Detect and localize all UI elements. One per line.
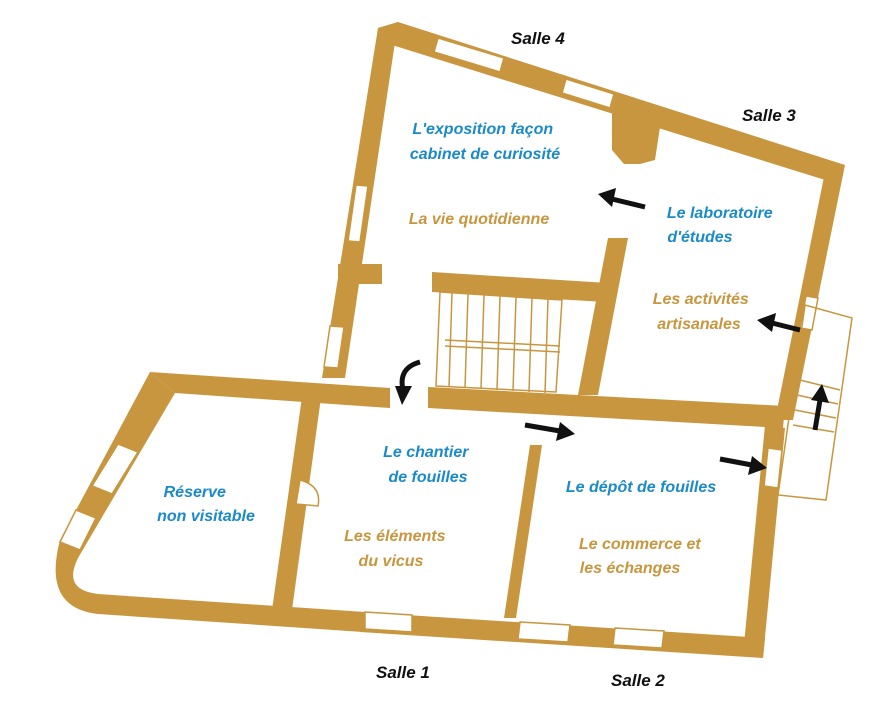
arrow-to-activites (757, 313, 801, 333)
wall-interior-vertical (578, 238, 628, 395)
label-salle-2: Salle 2 (611, 671, 665, 690)
window-bottom-3 (612, 627, 665, 649)
label-salle-4: Salle 4 (511, 29, 565, 48)
window-bottom-1 (364, 611, 413, 633)
wall-upper-right (775, 162, 845, 420)
window-bottom-2 (517, 621, 571, 643)
wall-corner-pillar (612, 100, 662, 164)
stair-outline (435, 291, 563, 393)
wall-lower-left-curve (55, 372, 366, 632)
wall-divider-2 (504, 445, 542, 618)
zone-exposition: L'exposition façon cabinet de curiosité (410, 121, 560, 163)
room-labels: Salle 4 Salle 3 Salle 1 Salle 2 (376, 29, 796, 690)
arrow-curved-stairs (395, 359, 421, 405)
visit-arrows (395, 188, 829, 475)
zone-labels: L'exposition façon cabinet de curiosité … (157, 121, 777, 577)
window-left-1 (347, 184, 369, 243)
window-lower-left-1 (90, 443, 140, 495)
zone-laboratoire: Le laboratoire d'études (667, 205, 777, 246)
staircase (435, 291, 563, 394)
arrow-to-exit-door (719, 456, 767, 475)
window-top-2 (561, 78, 615, 109)
zone-activites: Les activités artisanales (653, 291, 754, 333)
arrow-up-exit-stair (811, 384, 829, 431)
zone-elements: Les éléments du vicus (344, 528, 450, 570)
window-lower-left-2 (58, 509, 98, 551)
label-salle-3: Salle 3 (742, 106, 796, 125)
zone-depot: Le dépôt de fouilles (566, 479, 716, 496)
arrow-to-depot (524, 422, 575, 441)
zone-commerce: Le commerce et les échanges (579, 536, 705, 577)
wall-corridor-top (428, 387, 785, 428)
wall-lower-left-top (150, 372, 390, 408)
window-left-2 (323, 325, 345, 369)
arrow-to-exposition (598, 188, 646, 210)
zone-chantier: Le chantier de fouilles (383, 444, 473, 486)
door-swing (295, 479, 320, 507)
windows (58, 37, 819, 649)
zone-vie-quotidienne: La vie quotidienne (409, 211, 550, 228)
exit-door (763, 447, 783, 489)
window-top-1 (433, 37, 505, 73)
wall-stub-left (338, 264, 382, 284)
zone-reserve: Réserve non visitable (157, 484, 255, 525)
label-salle-1: Salle 1 (376, 663, 430, 682)
